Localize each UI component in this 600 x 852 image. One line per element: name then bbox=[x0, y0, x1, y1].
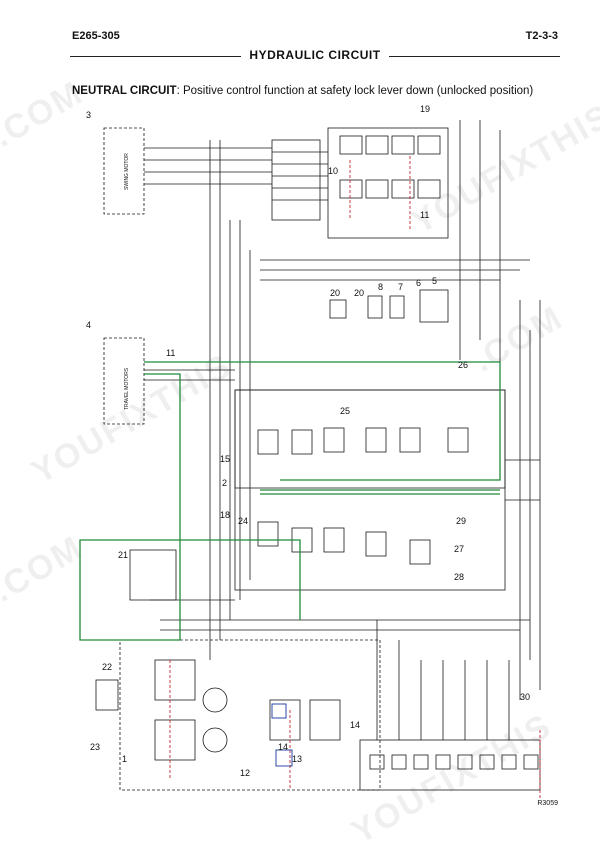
callout-11: 11 bbox=[420, 210, 429, 220]
callout-9: 11 bbox=[166, 348, 175, 358]
callout-15: 14 bbox=[278, 742, 288, 752]
callout-14: 14 bbox=[350, 720, 360, 730]
callout-2: 2 bbox=[222, 478, 227, 488]
pilot-valve-block bbox=[327, 127, 449, 239]
callout-5: 5 bbox=[432, 276, 437, 286]
page-code: T2-3-3 bbox=[525, 30, 558, 42]
hydraulic-circuit-diagram: SWING MOTOR TRAVEL MOTORS 3 4 11 19 10 1… bbox=[79, 104, 541, 800]
callout-20-right: 20 bbox=[354, 288, 364, 298]
callout-30: 30 bbox=[520, 692, 530, 702]
section-title-row: HYDRAULIC CIRCUIT bbox=[70, 48, 560, 66]
swing-motor-label: SWING MOTOR bbox=[124, 153, 130, 190]
travel-motors-box bbox=[103, 337, 145, 425]
callout-24: 24 bbox=[238, 516, 248, 526]
callout-8: 8 bbox=[378, 282, 383, 292]
callout-18: 15 bbox=[220, 454, 230, 464]
figure-reference: R3059 bbox=[537, 800, 558, 807]
callout-4: 4 bbox=[86, 320, 91, 330]
callout-29: 29 bbox=[456, 516, 466, 526]
callout-19: 18 bbox=[220, 510, 230, 520]
callout-20-top: 19 bbox=[420, 104, 430, 114]
callout-1: 1 bbox=[122, 754, 127, 764]
document-code: E265-305 bbox=[72, 30, 120, 42]
callout-25: 25 bbox=[340, 406, 350, 416]
callout-27: 27 bbox=[454, 544, 464, 554]
travel-motors-label: TRAVEL MOTORS bbox=[124, 367, 130, 410]
callout-28: 28 bbox=[454, 572, 464, 582]
callout-10: 10 bbox=[328, 166, 338, 176]
callout-21: 21 bbox=[118, 550, 128, 560]
callout-20-left: 20 bbox=[330, 288, 340, 298]
callout-7: 7 bbox=[398, 282, 403, 292]
callout-13: 13 bbox=[292, 754, 302, 764]
pump-group bbox=[119, 639, 381, 791]
section-title: HYDRAULIC CIRCUIT bbox=[70, 48, 560, 62]
caption-text: : Positive control function at safety lo… bbox=[176, 85, 534, 97]
figure-caption: NEUTRAL CIRCUIT: Positive control functi… bbox=[72, 85, 533, 97]
callout-26: 26 bbox=[458, 360, 468, 370]
callout-12: 12 bbox=[240, 768, 250, 778]
swing-motor-box bbox=[103, 127, 145, 215]
caption-heading: NEUTRAL CIRCUIT bbox=[72, 85, 177, 97]
callout-6: 6 bbox=[416, 278, 421, 288]
callout-3: 3 bbox=[86, 110, 91, 120]
callout-22: 22 bbox=[102, 662, 112, 672]
callout-23: 23 bbox=[90, 742, 100, 752]
